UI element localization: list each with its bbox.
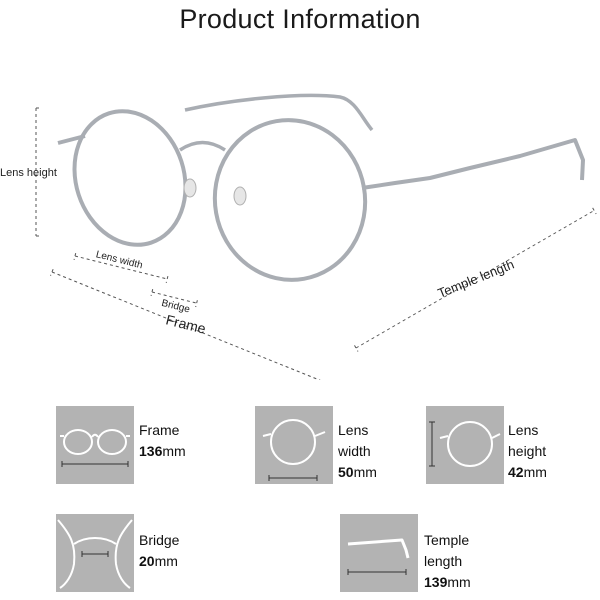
temple-length-spec-unit: mm (447, 574, 471, 590)
frame-label: Frame (164, 311, 207, 336)
temple-length-label: Temple length (436, 257, 517, 301)
nose-pad-right (233, 186, 247, 206)
frame-spec-value: 136 (139, 443, 163, 459)
bridge-spec-value: 20 (139, 553, 155, 569)
right-lens-rim (212, 118, 368, 282)
frame-spec-name: Frame (139, 422, 180, 438)
frame-thumbnail (56, 406, 134, 484)
lens-width-spec-name: Lens width (338, 422, 371, 459)
bridge-dimension-line (150, 288, 198, 308)
left-lens-rim (72, 109, 188, 247)
bridge-thumbnail (56, 514, 134, 592)
temple-length-spec-value: 139 (424, 574, 448, 590)
temple-length-thumbnail (340, 514, 418, 592)
glasses-diagram: Lens height Lens width Bridge Frame Temp… (0, 93, 597, 380)
lens-width-thumbnail (255, 406, 333, 484)
frame-dimension-line (50, 269, 342, 380)
lens-height-label: Lens height (0, 167, 57, 179)
lens-height-spec-value: 42 (508, 464, 524, 480)
lens-height-spec-unit: mm (523, 464, 547, 480)
near-temple (361, 138, 585, 190)
page-title: Product Information (179, 4, 421, 34)
lens-width-spec-value: 50 (338, 464, 354, 480)
lens-height-thumbnail (426, 406, 504, 484)
bridge-spec-name: Bridge (139, 532, 180, 548)
bridge-bar (179, 140, 226, 152)
lens-height-spec-name: Lens height (508, 422, 547, 459)
bridge-spec-unit: mm (154, 553, 178, 569)
far-temple (184, 93, 374, 132)
nose-pad-left (183, 178, 197, 198)
frame-spec-unit: mm (162, 443, 186, 459)
lens-height-dimension-line (35, 107, 40, 237)
lens-width-spec-unit: mm (353, 464, 377, 480)
temple-length-spec-name: Temple length (424, 532, 470, 569)
lens-width-label: Lens width (95, 249, 144, 271)
